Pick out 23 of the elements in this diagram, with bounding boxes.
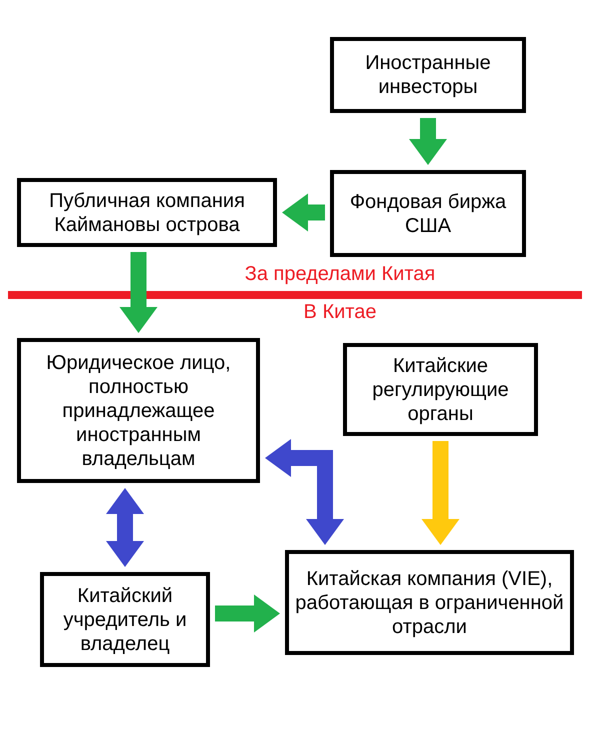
box-text: Китайский учредитель и владелец — [62, 584, 188, 656]
box-text: Юридическое лицо, полностью принадлежащее иностранным владельцам — [45, 350, 232, 470]
arrow — [106, 488, 144, 567]
box-text: Иностранные инвесторы — [364, 51, 492, 99]
process-box — [330, 170, 526, 257]
box-text: Китайские регулирующие органы — [371, 354, 510, 426]
box-text: Публичная компания Каймановы острова — [48, 188, 246, 236]
arrow — [215, 594, 280, 632]
region-label: За пределами Китая — [244, 262, 436, 286]
arrow — [120, 252, 158, 333]
box-text: Фондовая биржа США — [348, 190, 508, 238]
process-box — [40, 572, 210, 667]
arrow — [265, 439, 344, 545]
arrow — [422, 441, 460, 545]
process-box — [17, 338, 260, 483]
region-label: В Китае — [304, 300, 376, 324]
process-box — [330, 37, 526, 113]
arrow — [409, 118, 447, 165]
process-box — [17, 178, 277, 247]
arrow — [282, 194, 325, 232]
process-box — [285, 550, 574, 655]
box-text: Китайская компания (VIE), работающая в ограниченной отрасли — [294, 566, 565, 638]
process-box — [343, 343, 538, 436]
